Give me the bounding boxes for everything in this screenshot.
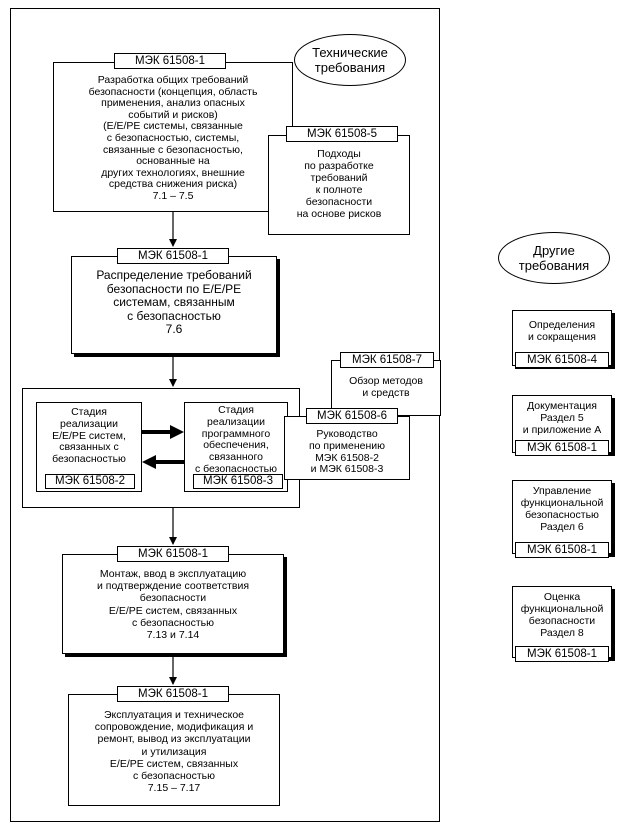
arrow-sw-to-hw-head — [142, 455, 156, 469]
documentation-tag: МЭК 61508-1 — [515, 440, 609, 456]
application-guide-tag: МЭК 61508-6 — [306, 408, 398, 424]
methods-overview-box: Обзор методов и средств — [331, 360, 441, 416]
safety-assessment-text: Оценка функциональной безопасности Разде… — [520, 591, 604, 639]
installation-text: Монтаж, ввод в эксплуатацию и подтвержде… — [96, 568, 250, 642]
allocation-tag: МЭК 61508-1 — [117, 248, 229, 264]
documentation-text: Документация Раздел 5 и приложение А — [522, 400, 602, 436]
definitions-text: Определения и сокращения — [528, 319, 596, 343]
safety-management-box: Управление функциональной безопасностью … — [512, 480, 612, 554]
general-requirements-box: Разработка общих требований безопасности… — [53, 62, 293, 212]
safety-management-tag: МЭК 61508-1 — [515, 542, 609, 558]
hardware-stage-tag: МЭК 61508-2 — [45, 474, 135, 489]
arrow-hw-to-sw-head — [170, 425, 184, 439]
risk-approaches-tag: МЭК 61508-5 — [286, 126, 398, 142]
methods-overview-tag: МЭК 61508-7 — [340, 352, 434, 368]
definitions-tag: МЭК 61508-4 — [515, 352, 609, 368]
application-guide-text: Руководство по применению МЭК 61508-2 и … — [308, 428, 386, 476]
installation-tag: МЭК 61508-1 — [117, 546, 229, 562]
other-requirements-ellipse: Другие требования — [498, 232, 610, 284]
general-requirements-tag: МЭК 61508-1 — [114, 53, 226, 69]
software-stage-tag: МЭК 61508-3 — [193, 474, 283, 489]
operation-text: Эксплуатация и техническое сопровождение… — [94, 709, 254, 795]
safety-management-text: Управление функциональной безопасностью … — [520, 485, 604, 533]
operation-box: Эксплуатация и техническое сопровождение… — [68, 694, 280, 806]
hardware-stage-text: Стадия реализации Е/Е/PE систем, связанн… — [52, 406, 126, 466]
methods-overview-text: Обзор методов и средств — [349, 375, 423, 399]
application-guide-box: Руководство по применению МЭК 61508-2 и … — [284, 416, 410, 480]
general-requirements-text: Разработка общих требований безопасности… — [88, 74, 258, 202]
operation-tag: МЭК 61508-1 — [117, 686, 229, 702]
allocation-text: Распределение требований безопасности по… — [96, 268, 252, 336]
allocation-box: Распределение требований безопасности по… — [71, 256, 277, 354]
technical-requirements-ellipse: Технические требования — [294, 34, 406, 86]
risk-approaches-box: Подходы по разработке требований к полно… — [268, 135, 410, 235]
software-stage-text: Стадия реализации программного обеспечен… — [194, 404, 278, 475]
risk-approaches-text: Подходы по разработке требований к полно… — [296, 148, 382, 220]
safety-assessment-tag: МЭК 61508-1 — [515, 646, 609, 662]
